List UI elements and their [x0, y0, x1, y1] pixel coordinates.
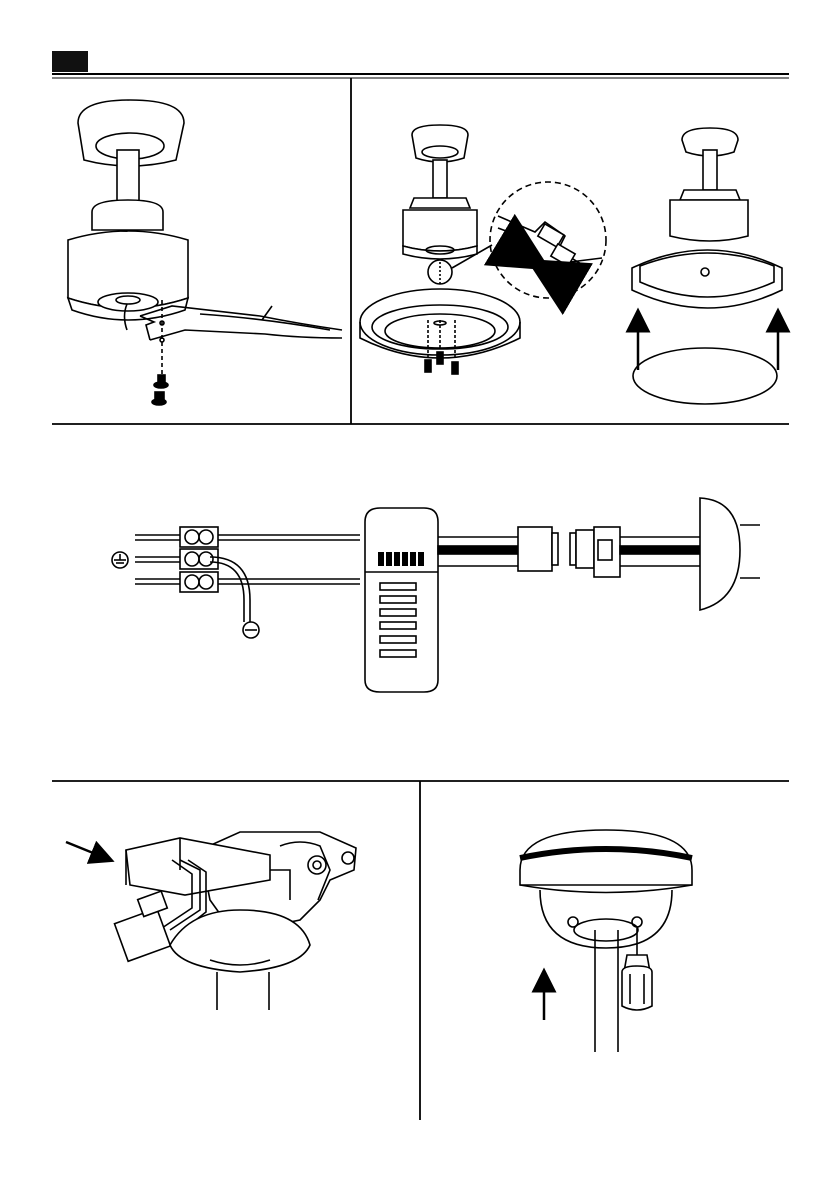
- canopy-icon: [170, 910, 310, 972]
- fan-motor-icon: [670, 128, 748, 241]
- panel-receiver-into-bracket: [66, 832, 356, 1010]
- connector-plug-icon: [490, 182, 606, 298]
- terminal-block-icon: [180, 527, 218, 592]
- section-tab: [52, 51, 88, 72]
- fan-motor-icon: [403, 125, 477, 259]
- panel-blade-attach: [68, 100, 342, 405]
- ground-symbol-icon: [112, 552, 128, 568]
- panel-light-kit-connect: [360, 125, 782, 404]
- glass-shade-icon: [632, 250, 782, 404]
- supply-wires: [135, 535, 360, 584]
- canopy-icon: [700, 498, 760, 610]
- panel-wiring: [112, 498, 760, 692]
- screw-icon: [152, 375, 168, 405]
- panel-canopy-secure: [520, 830, 692, 1052]
- fan-motor-icon: [68, 100, 188, 330]
- canopy-icon: [520, 830, 692, 948]
- receiver-module-icon: [365, 508, 438, 692]
- header-bar: [52, 51, 789, 78]
- motor-cable: [620, 537, 700, 566]
- downrod-icon: [217, 972, 269, 1010]
- arrow-icon: [66, 842, 103, 857]
- output-cable: [438, 537, 518, 566]
- plug-connector-icon: [518, 527, 620, 577]
